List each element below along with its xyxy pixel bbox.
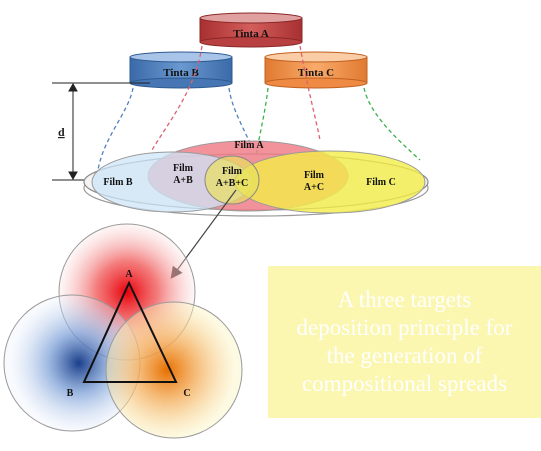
tinta-a-label: Tinta A bbox=[233, 28, 269, 40]
vertex-c-label: C bbox=[183, 388, 190, 399]
film-abc-label-line2: A+B+C bbox=[216, 178, 249, 189]
film-abc-label-line1: Film bbox=[222, 166, 243, 177]
caption-box: A three targets deposition principle for… bbox=[268, 266, 541, 418]
film-labels: Film A Film B Film C Film A+B Film A+B+C… bbox=[103, 140, 395, 193]
vertex-a-label: A bbox=[125, 269, 133, 280]
film-c-label: Film C bbox=[366, 177, 396, 188]
film-c-region bbox=[234, 150, 426, 214]
compositional-spread: A B C bbox=[3, 223, 243, 439]
tinta-c-label: Tinta C bbox=[298, 67, 334, 79]
film-a-label: Film A bbox=[234, 140, 264, 151]
film-ab-label-line2: A+B bbox=[173, 175, 193, 186]
spread-triangle bbox=[82, 280, 178, 383]
spread-circle-c bbox=[105, 301, 243, 439]
caption-text: A three targets deposition principle for… bbox=[296, 287, 513, 396]
target-tinta-c: Tinta C bbox=[264, 51, 368, 89]
film-ac-label-line2: A+C bbox=[304, 182, 324, 193]
tinta-b-label: Tinta B bbox=[163, 67, 199, 79]
vertex-b-label: B bbox=[67, 388, 74, 399]
target-tinta-b: Tinta B bbox=[129, 51, 233, 89]
film-ac-label-line1: Film bbox=[304, 170, 325, 181]
film-b-label: Film B bbox=[103, 177, 132, 188]
film-regions bbox=[91, 140, 426, 214]
target-tinta-a: Tinta A bbox=[199, 12, 303, 48]
film-ab-label-line1: Film bbox=[173, 163, 194, 174]
film-abc-region bbox=[204, 155, 260, 205]
distance-label: d bbox=[58, 125, 65, 139]
